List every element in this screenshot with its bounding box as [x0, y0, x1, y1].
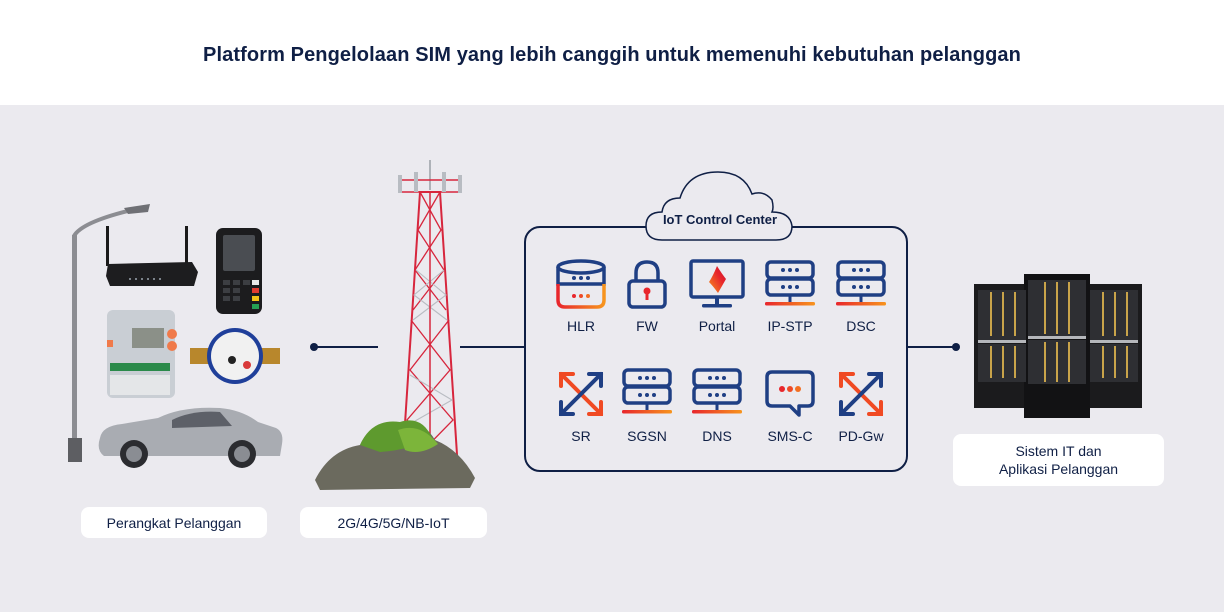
wifi-router-icon — [106, 226, 198, 286]
connector-line — [460, 346, 524, 348]
server-icon — [836, 260, 886, 306]
node-portal: Portal — [682, 258, 752, 334]
monitor-icon — [689, 259, 745, 308]
street-light-icon — [68, 204, 150, 462]
server-icon — [622, 368, 672, 414]
database-icon — [556, 259, 606, 309]
node-dsc: DSC — [826, 258, 896, 334]
iot-control-center-title: IoT Control Center — [662, 212, 778, 227]
node-label: PD-Gw — [838, 428, 884, 444]
node-label: FW — [636, 318, 658, 334]
server-icon — [692, 368, 742, 414]
cell-tower-illustration — [315, 160, 475, 490]
cloud-icon — [645, 171, 793, 241]
customer-devices-label: Perangkat Pelanggan — [81, 507, 267, 538]
page-title: Platform Pengelolaan SIM yang lebih cang… — [203, 44, 1021, 66]
node-ip-stp: IP-STP — [755, 258, 825, 334]
node-label: SGSN — [627, 428, 667, 444]
it-systems-label-line1: Sistem IT dan — [1015, 443, 1102, 459]
node-dns: DNS — [682, 366, 752, 444]
node-fw: FW — [612, 258, 682, 334]
arrows-cross-icon — [559, 372, 603, 416]
header: Platform Pengelolaan SIM yang lebih cang… — [0, 0, 1224, 105]
connector-dot — [952, 343, 960, 351]
node-hlr: HLR — [546, 258, 616, 334]
payment-terminal-icon — [216, 228, 262, 314]
server-racks-illustration — [974, 274, 1142, 418]
node-pd-gw: PD-Gw — [826, 368, 896, 444]
node-label: Portal — [698, 318, 736, 334]
node-label: HLR — [566, 318, 595, 334]
customer-devices-illustration — [68, 204, 283, 468]
node-label: IP-STP — [767, 318, 813, 334]
lock-icon — [627, 260, 667, 309]
it-systems-label-line2: Aplikasi Pelanggan — [998, 461, 1119, 477]
server-rack-icon — [974, 274, 1142, 418]
node-label: SR — [571, 428, 591, 444]
node-label: SMS-C — [767, 428, 813, 444]
cell-tower-icon — [398, 160, 462, 471]
arrows-cross-icon — [839, 372, 883, 416]
connector-line — [314, 346, 378, 348]
node-label: DNS — [702, 428, 732, 444]
water-meter-icon — [190, 328, 280, 384]
electricity-meter-icon — [107, 310, 177, 398]
server-icon — [765, 260, 815, 306]
it-systems-label: Sistem IT dan Aplikasi Pelanggan — [953, 434, 1164, 486]
node-sgsn: SGSN — [612, 366, 682, 444]
car-icon — [98, 407, 283, 468]
network-label: 2G/4G/5G/NB-IoT — [300, 507, 487, 538]
connector-line — [908, 346, 956, 348]
node-label: DSC — [846, 318, 876, 334]
node-sr: SR — [546, 368, 616, 444]
rock-foliage-icon — [315, 420, 475, 490]
chat-bubble-icon — [765, 370, 815, 417]
node-sms-c: SMS-C — [755, 368, 825, 444]
